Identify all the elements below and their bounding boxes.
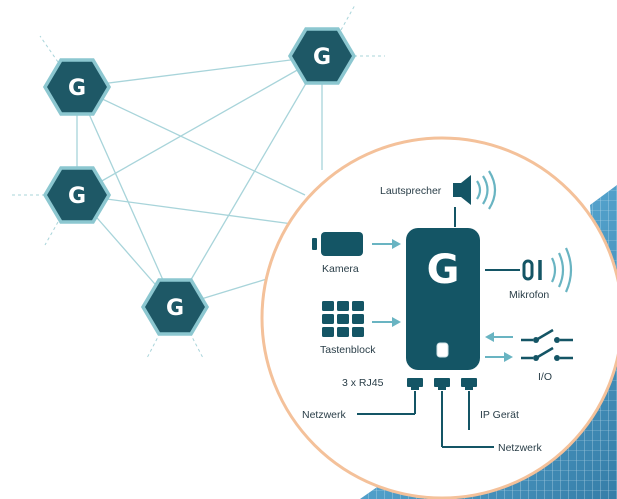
- keypad-icon: [322, 301, 364, 337]
- speaker-label: Lautsprecher: [380, 185, 442, 197]
- network-node: G: [287, 27, 357, 85]
- camera-arrow: [372, 239, 401, 249]
- intercom-device: G: [406, 228, 480, 370]
- microphone-icon: [522, 247, 573, 293]
- microphone-label: Mikrofon: [509, 289, 549, 301]
- network-stubs: [12, 4, 385, 359]
- camera-label: Kamera: [322, 263, 359, 275]
- network-left-label: Netzwerk: [302, 409, 347, 421]
- switch-icon: [521, 346, 573, 361]
- rj45-port: [461, 378, 477, 390]
- device-logo: G: [427, 247, 460, 293]
- keypad-arrow: [372, 317, 401, 327]
- io-label: I/O: [538, 371, 552, 383]
- io-output-arrow: [485, 352, 513, 362]
- speaker-icon: [453, 170, 497, 210]
- node-letter: G: [68, 76, 86, 101]
- network-node: G: [42, 58, 112, 116]
- rj45-label: 3 x RJ45: [342, 377, 384, 389]
- camera-icon: [312, 232, 363, 256]
- network-cable-left: [357, 391, 416, 415]
- device-indicator: [436, 342, 449, 358]
- node-letter: G: [166, 296, 184, 321]
- rj45-port: [434, 378, 450, 390]
- network-node: G: [42, 166, 112, 224]
- network-bottom-label: Netzwerk: [498, 442, 543, 454]
- node-letter: G: [68, 184, 86, 209]
- node-letter: G: [313, 45, 331, 70]
- switch-icon: [521, 328, 573, 343]
- keypad-label: Tastenblock: [320, 344, 376, 356]
- network-lines: [76, 55, 323, 308]
- io-input-arrow: [485, 332, 513, 342]
- network-node: G: [140, 278, 210, 336]
- ip-device-label: IP Gerät: [480, 409, 519, 421]
- network-cable-bottom: [441, 391, 494, 448]
- rj45-port: [407, 378, 423, 390]
